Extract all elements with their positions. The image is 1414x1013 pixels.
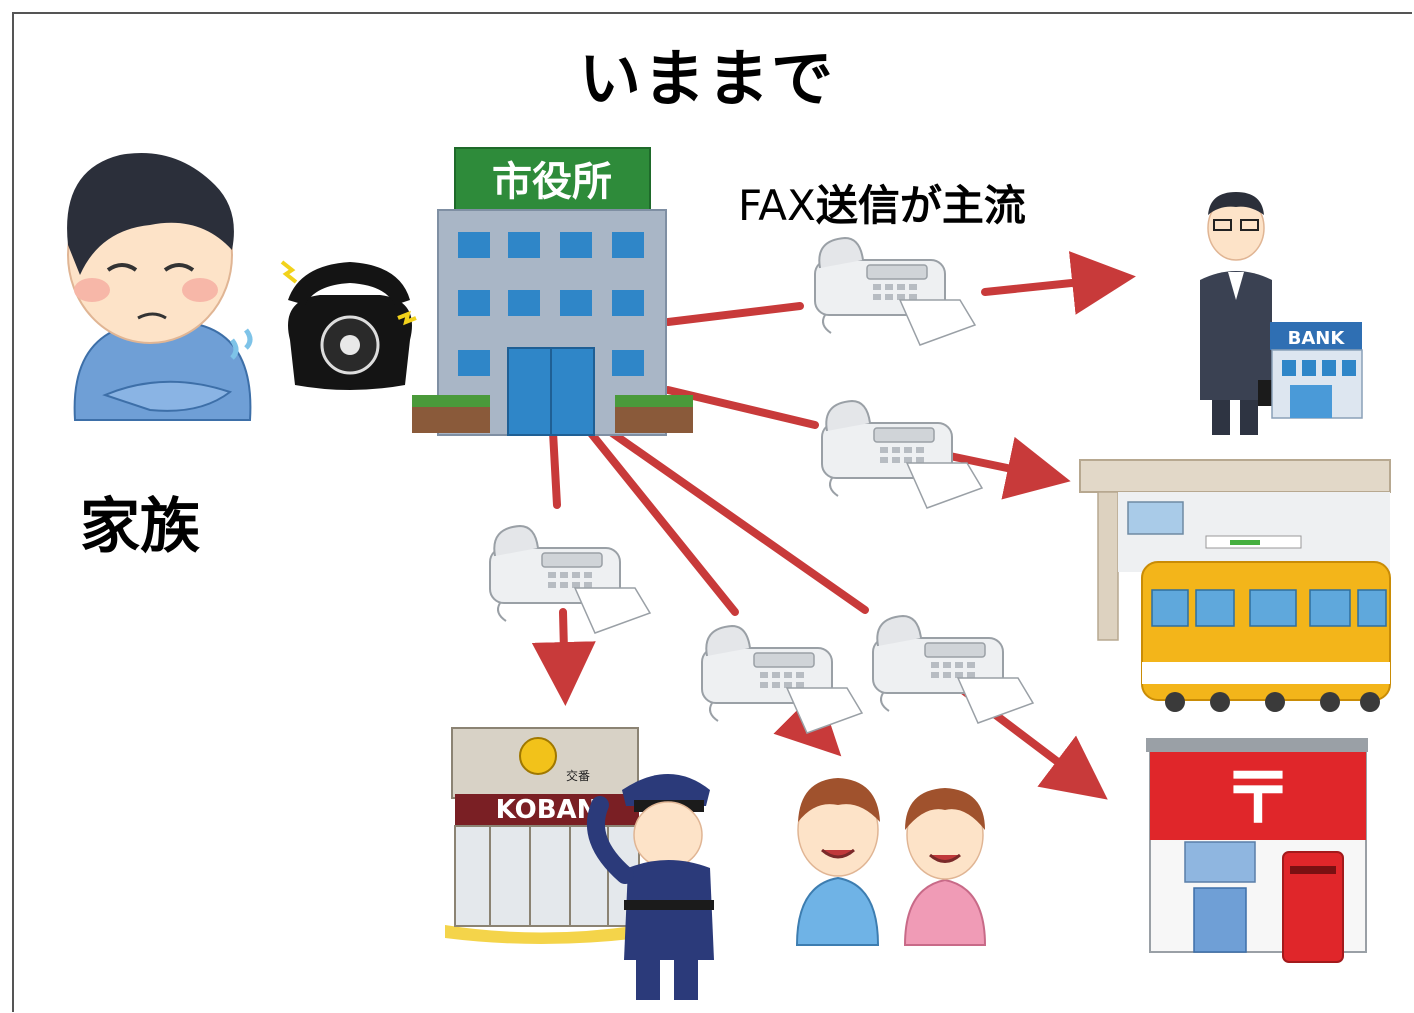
arrow-to-bank	[664, 251, 1136, 326]
police-box-icon: 交番 KOBAN	[445, 727, 640, 944]
fax-machine-icon	[489, 525, 651, 634]
fax-caption-jp: 送信が主流	[815, 181, 1026, 230]
koban-sub-sign: 交番	[566, 768, 590, 783]
ringing-phone-icon	[280, 260, 417, 390]
train-station-icon	[1079, 459, 1391, 641]
family-label: 家族	[80, 492, 200, 562]
city-hall-building-icon: 市役所	[412, 147, 693, 436]
fax-machine-icon	[701, 625, 863, 734]
slide-title: いままで	[578, 42, 835, 115]
bank-sign: BANK	[1288, 328, 1346, 349]
yellow-train-icon	[1141, 561, 1391, 712]
koban-sign: KOBAN	[496, 795, 599, 825]
fax-machine-icon	[872, 615, 1034, 724]
post-mark: 〒	[1223, 757, 1293, 839]
fax-caption-latin: FAX	[738, 181, 816, 230]
arrow-to-koban	[531, 428, 596, 706]
arrow-to-post-office	[601, 424, 1108, 800]
fax-machine-icon	[814, 237, 976, 346]
police-officer-icon	[586, 774, 714, 1000]
slide-frame	[12, 12, 1412, 1012]
worried-man-icon	[67, 153, 253, 421]
city-hall-sign: 市役所	[492, 159, 612, 205]
post-office-icon: 〒	[1146, 738, 1368, 963]
fax-caption: FAX送信が主流	[738, 172, 1026, 233]
bank-employee-icon	[1200, 192, 1274, 435]
care-workers-icon	[795, 778, 987, 946]
bank-building-icon: BANK	[1270, 322, 1363, 419]
